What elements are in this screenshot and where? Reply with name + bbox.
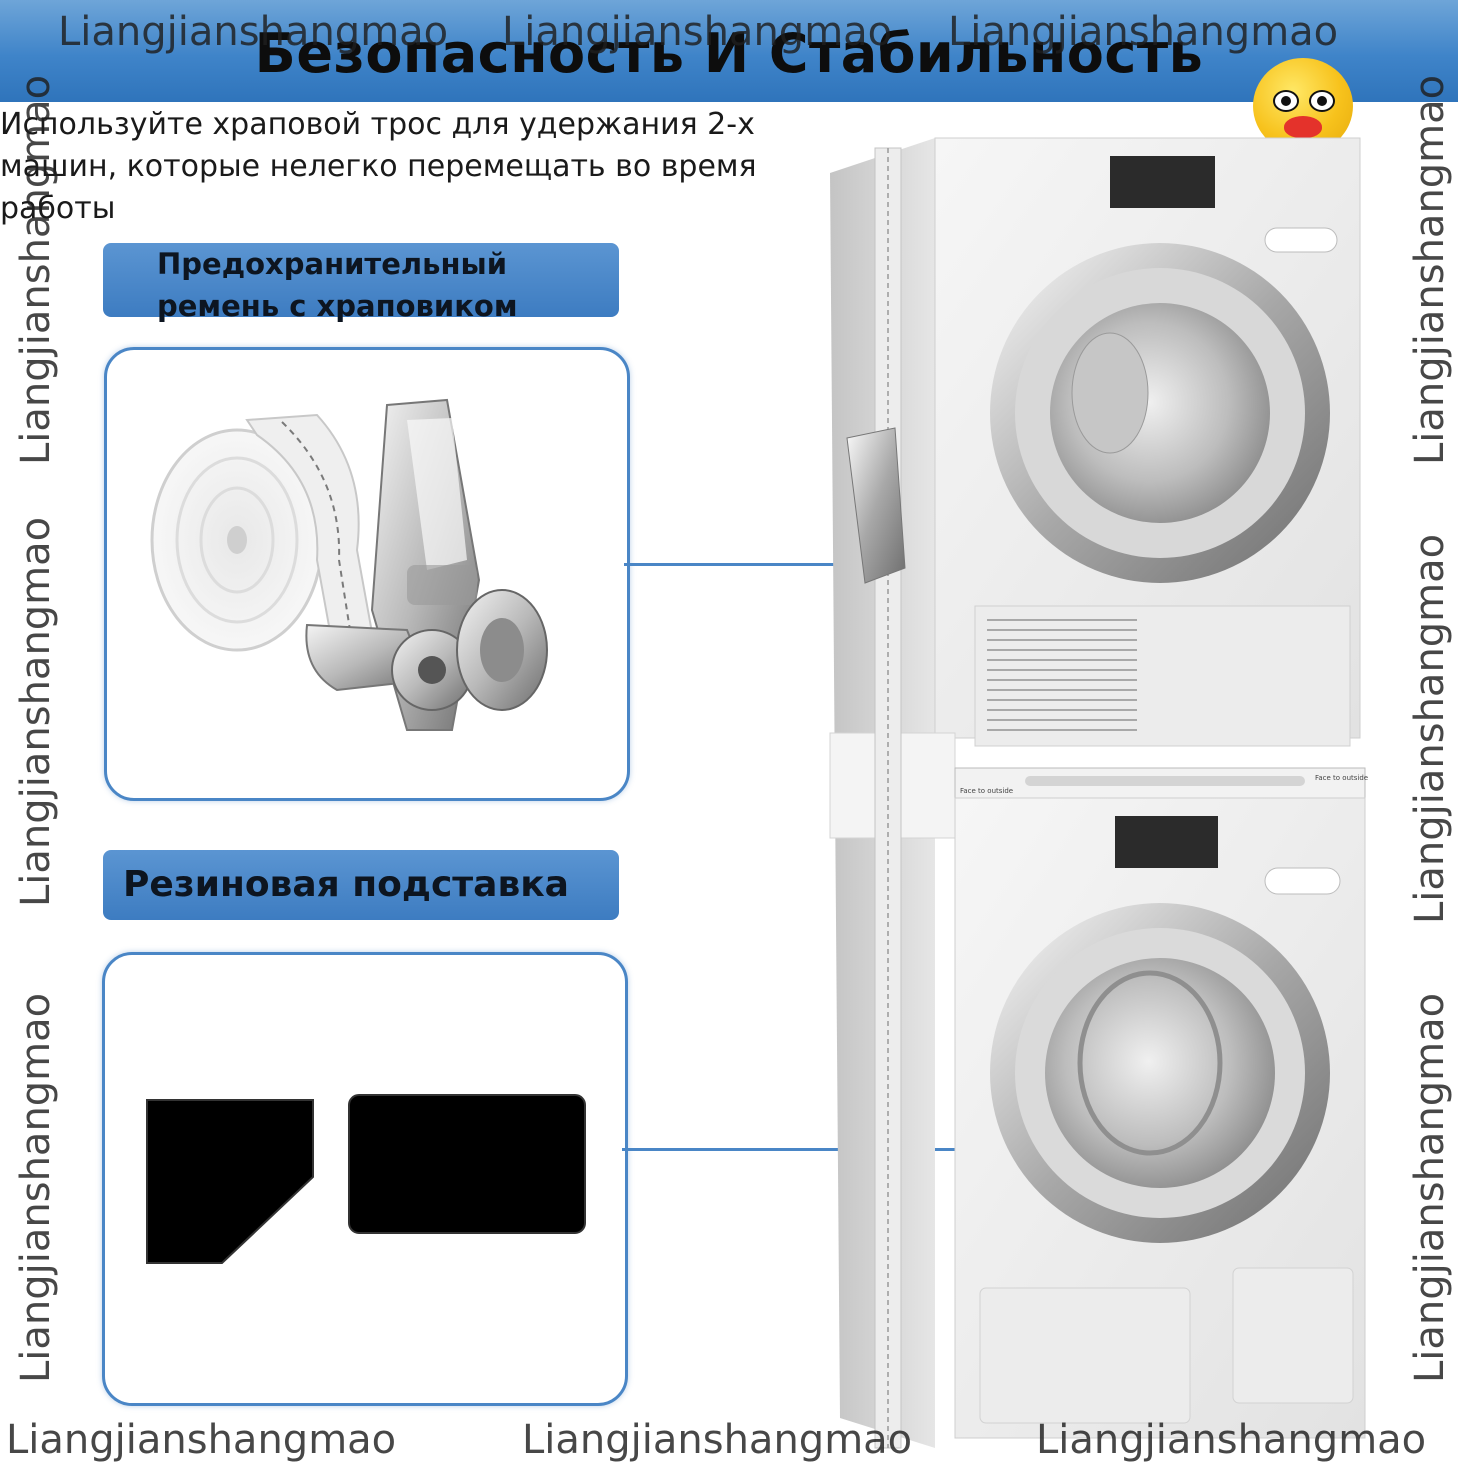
- feature-label-ratchet-strap: Предохранительный ремень с храповиком: [103, 243, 619, 323]
- watermark-right-1: Liangjianshangmao: [1407, 74, 1453, 465]
- stacked-washer-dryer-image: Face to outside Face to outside: [829, 137, 1368, 1449]
- watermark-left-3: Liangjianshangmao: [13, 992, 59, 1383]
- watermark-bottom-1: Liangjianshangmao: [6, 1417, 397, 1463]
- rubber-pads-icon: [146, 1094, 586, 1264]
- ratchet-strap-card: [104, 347, 630, 801]
- watermark-left-2: Liangjianshangmao: [13, 516, 59, 907]
- watermark-top-1: Liangjianshangmao: [58, 9, 449, 55]
- feature-label-text: Предохранительный ремень с храповиком: [157, 247, 518, 323]
- watermark-top-3: Liangjianshangmao: [948, 9, 1339, 55]
- watermark-top-2: Liangjianshangmao: [502, 9, 893, 55]
- watermark-bottom-3: Liangjianshangmao: [1036, 1417, 1427, 1463]
- watermark-right-3: Liangjianshangmao: [1407, 992, 1453, 1383]
- bracket-sticker-left: Face to outside: [960, 787, 1013, 795]
- header-banner: [0, 0, 1458, 102]
- watermark-bottom-2: Liangjianshangmao: [522, 1417, 913, 1463]
- feature-label-text: Резиновая подставка: [123, 864, 569, 905]
- intro-description: Используйте храповой трос для удержания …: [0, 107, 757, 226]
- bracket-sticker-right: Face to outside: [1315, 774, 1368, 782]
- feature-label-rubber-pads: Резиновая подставка: [103, 850, 619, 920]
- watermark-right-2: Liangjianshangmao: [1407, 533, 1453, 924]
- connector-line-pads-horizontal: [622, 1148, 980, 1151]
- rubber-pads-card: [102, 952, 628, 1406]
- watermark-left-1: Liangjianshangmao: [13, 74, 59, 465]
- page-title: Безопасность И Стабильность: [254, 22, 1204, 85]
- ratchet-strap-icon: [150, 398, 548, 731]
- connector-line-strap: [624, 563, 876, 566]
